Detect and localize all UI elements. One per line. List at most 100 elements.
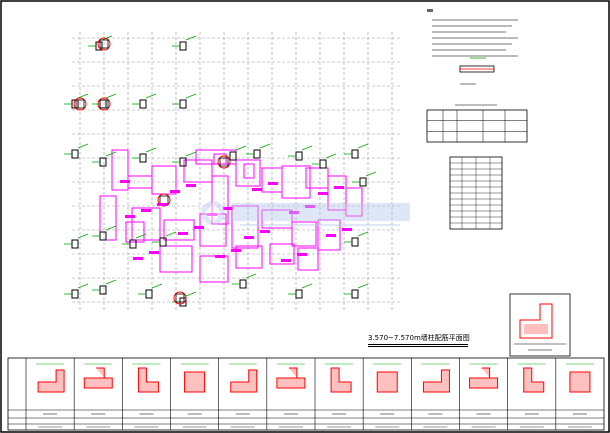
detail-box-frame (509, 293, 571, 357)
wall-outline (317, 219, 341, 251)
wall-column-stub (351, 289, 359, 299)
dimension-leader (145, 147, 157, 153)
wall-column-stub (295, 289, 303, 299)
wall-column-stub (179, 41, 187, 51)
schedule-section-outline (276, 367, 306, 389)
round-column-core (175, 293, 185, 303)
wall-outline (291, 221, 317, 247)
schedule-section-outline (137, 367, 159, 393)
wall-tag (252, 188, 262, 191)
round-column (97, 37, 111, 51)
detail-section-fill (524, 324, 548, 334)
wall-column-stub (179, 157, 187, 167)
detail-section-outline (519, 303, 553, 339)
wall-tag (178, 232, 188, 235)
schedule-section-outline (422, 369, 450, 393)
watermark-logo-icon (201, 201, 410, 226)
round-column-core (99, 39, 109, 49)
round-column (97, 97, 111, 111)
dimension-leader (357, 143, 369, 149)
wall-tag (231, 249, 241, 252)
schedule-section-outline (230, 369, 258, 393)
dimension-leader (325, 153, 337, 159)
wall-tag (186, 184, 196, 187)
summary-table-frame (426, 109, 528, 143)
wall-tag (170, 190, 180, 193)
schedule-frame (7, 357, 605, 431)
tables-block (426, 104, 528, 230)
wall-tag (342, 228, 352, 231)
wall-column-stub (239, 279, 247, 289)
wall-outline (163, 219, 195, 241)
wall-column-stub (351, 149, 359, 159)
wall-outline (199, 255, 229, 283)
wall-tag (244, 236, 254, 239)
wall-tag (194, 226, 204, 229)
wall-column-stub (71, 149, 79, 159)
dimension-leader (235, 145, 247, 151)
dimension-leader (77, 93, 89, 99)
wall-outline (211, 175, 229, 225)
wall-plan (64, 35, 377, 307)
wall-tag (120, 180, 130, 183)
wall-tag (207, 213, 217, 216)
wall-tag (281, 259, 291, 262)
wall-outline (111, 149, 129, 191)
wall-column-stub (295, 151, 303, 161)
round-column (73, 97, 87, 111)
dimension-leader (357, 231, 369, 237)
wall-tag (215, 255, 225, 258)
schedule-section-outline (523, 367, 545, 393)
dimension-leader (105, 93, 117, 99)
notes-heading-stroke (427, 9, 433, 12)
plan-title: 3.570~7.570m墙柱配筋平面图 (368, 334, 470, 342)
wall-column-stub (99, 285, 107, 295)
wall-outline (345, 187, 363, 217)
dimension-leader (165, 231, 177, 237)
notes-block (427, 9, 518, 85)
wall-outline (151, 165, 177, 195)
wall-column-stub (229, 151, 237, 161)
wall-column-stub (99, 99, 107, 109)
dimension-leader (259, 143, 271, 149)
dimension-leader (151, 283, 163, 289)
column-schedule (7, 357, 605, 431)
round-column-core (99, 99, 109, 109)
wall-column-stub (351, 237, 359, 247)
dimension-leader (185, 291, 197, 297)
wall-column-stub (179, 99, 187, 109)
dimension-leader (365, 171, 377, 177)
wall-column-stub (159, 237, 167, 247)
wall-outline (235, 159, 261, 187)
wall-outline (269, 243, 295, 265)
wall-outline (159, 245, 193, 273)
dimension-leader (77, 143, 89, 149)
schedule-section-outline (184, 371, 206, 393)
wall-outline (297, 247, 319, 271)
wall-column-stub (99, 231, 107, 241)
schedule-section-outline (83, 367, 113, 389)
wall-outline (125, 221, 145, 243)
dimension-leader (185, 93, 197, 99)
dimension-leader (357, 283, 369, 289)
wall-tag (141, 209, 151, 212)
wall-tag (326, 234, 336, 237)
wall-outline (231, 205, 259, 249)
dimension-leader (245, 273, 257, 279)
wall-tag (297, 253, 307, 256)
wall-column-stub (99, 157, 107, 167)
wall-tag (334, 186, 344, 189)
schedule-section-outline (469, 367, 499, 389)
wall-outline (131, 207, 161, 241)
dimension-leader (105, 225, 117, 231)
wall-column-stub (129, 239, 137, 249)
dimension-leader (105, 279, 117, 285)
round-column-core (159, 195, 169, 205)
dimension-leader (105, 151, 117, 157)
wall-outline (235, 245, 263, 269)
wall-outline (261, 209, 293, 229)
wall-column-stub (139, 99, 147, 109)
dimension-leader (77, 233, 89, 239)
wall-tag (157, 203, 167, 206)
